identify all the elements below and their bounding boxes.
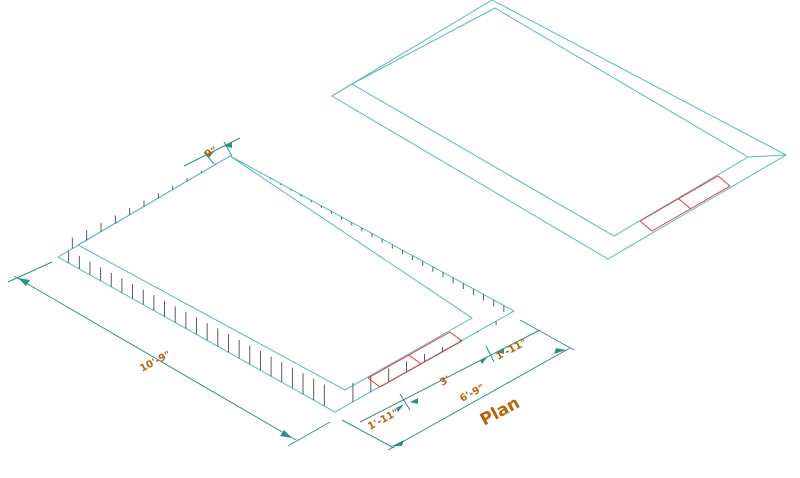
dim-ext-line xyxy=(7,261,53,283)
dim-text-overall-length: 10'-9" xyxy=(138,349,173,374)
dim-line-width xyxy=(387,347,571,451)
slab-outer-outline xyxy=(331,0,788,260)
dim-line-length xyxy=(13,275,297,441)
dimension-labels: 9" 10'-9" 6'-9" 1'-11" 1'-11" 3' xyxy=(138,145,529,432)
door-jamb xyxy=(408,354,422,365)
door-jamb xyxy=(678,198,692,210)
arrowhead xyxy=(410,398,418,404)
dim-line-chain xyxy=(359,329,541,423)
dim-text-overall-width: 6'-9" xyxy=(458,383,486,405)
dim-tick xyxy=(485,345,495,363)
slab-inner-outline xyxy=(350,7,749,237)
slab-corner-line xyxy=(747,154,787,158)
dim-tick xyxy=(399,393,411,411)
dim-text-door-width: 3' xyxy=(438,374,452,388)
door-line xyxy=(639,175,719,222)
drawing-title: Plan xyxy=(477,393,523,430)
slab-corner-line xyxy=(331,83,353,97)
door-jamb xyxy=(639,220,653,232)
wall-hatching xyxy=(68,161,505,407)
dimension-lines xyxy=(7,137,575,451)
door-jamb xyxy=(449,331,463,342)
arrowhead xyxy=(396,404,404,412)
dim-ext-line xyxy=(519,319,575,351)
floor-slab-top xyxy=(331,0,788,260)
arrowhead xyxy=(224,142,232,148)
arrowhead xyxy=(206,152,214,158)
dim-text-left-offset: 1'-11" xyxy=(366,407,401,432)
door-threshold-top xyxy=(639,175,731,232)
dim-ext-line xyxy=(223,141,233,157)
arrowhead xyxy=(392,440,404,446)
dim-ext-line xyxy=(341,419,395,449)
arrowhead xyxy=(496,348,504,354)
arrowhead xyxy=(18,278,30,286)
wall-outer-outline xyxy=(56,155,516,413)
dim-text-wall-thickness: 9" xyxy=(203,145,219,160)
wall-inner-outline xyxy=(76,155,473,391)
door-opening xyxy=(367,331,463,388)
dim-ext-line xyxy=(287,421,331,447)
dim-text-right-offset: 1'-11" xyxy=(494,337,529,362)
arrowhead xyxy=(280,430,292,438)
arrowhead xyxy=(554,348,566,354)
arrowhead xyxy=(480,356,488,364)
door-jamb xyxy=(367,377,381,388)
plan-walls xyxy=(56,155,516,413)
door-jamb xyxy=(717,175,731,187)
dim-ext-line xyxy=(203,151,215,165)
